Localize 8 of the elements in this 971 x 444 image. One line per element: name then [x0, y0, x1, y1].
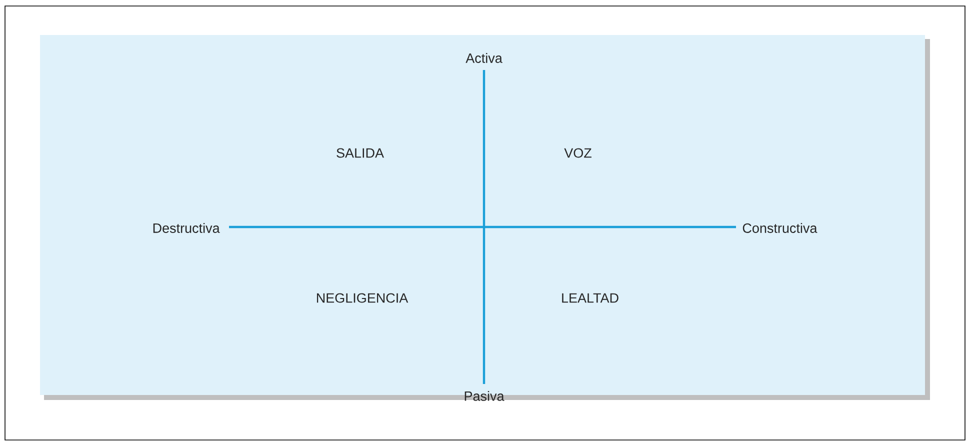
- quadrant-label: NEGLIGENCIA: [317, 293, 408, 303]
- axis-label: Destructiva: [153, 223, 220, 233]
- quadrant-label: LEALTAD: [562, 293, 618, 303]
- axis-label: Constructiva: [742, 223, 818, 233]
- axis-label: Activa: [466, 53, 502, 63]
- quadrant-label: SALIDA: [336, 148, 384, 158]
- quadrant-label: VOZ: [564, 148, 592, 158]
- axis-label: Pasiva: [464, 391, 504, 401]
